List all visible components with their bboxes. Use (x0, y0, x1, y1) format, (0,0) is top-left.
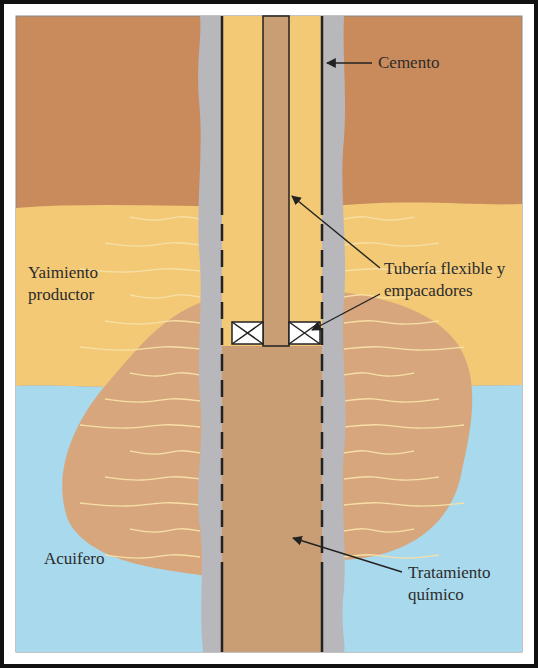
casing-wall (221, 484, 224, 501)
perforation-tunnel (130, 217, 200, 220)
perforation-tunnel (344, 347, 464, 350)
casing-wall (321, 380, 324, 397)
casing-wall (221, 354, 224, 371)
annulus (222, 16, 322, 346)
casing-wall (221, 380, 224, 397)
leader-line (292, 63, 402, 572)
perforation-tunnel (344, 503, 464, 506)
treated-wellbore (222, 346, 322, 652)
perforation-tunnel (344, 425, 464, 428)
casing (222, 16, 322, 652)
perforation-tunnel (80, 425, 200, 428)
casing-wall (221, 536, 224, 553)
perforation-tunnel (130, 451, 200, 454)
casing-wall (321, 302, 324, 319)
casing-wall (321, 250, 324, 267)
casing-wall (221, 328, 224, 345)
packer (232, 322, 320, 344)
perforation-tunnel (344, 477, 439, 480)
perforation-tunnel (80, 347, 200, 350)
callout-label: Cemento (378, 52, 498, 74)
perforation-tunnel (105, 555, 200, 558)
casing-wall (321, 224, 324, 241)
casing-wall (221, 224, 224, 241)
casing-wall (221, 276, 224, 293)
casing-wall (321, 354, 324, 371)
perforation-tunnel (80, 503, 200, 506)
perforation-tunnel (130, 295, 200, 298)
zone-label: Acuifero (44, 548, 154, 570)
coiled-tubing (263, 16, 289, 346)
overburden-layer (16, 16, 522, 652)
perforation-tunnel (344, 399, 439, 402)
perforation-tunnel (344, 321, 439, 324)
casing-wall (221, 562, 224, 652)
reservoir-zone: Yaimiento productor (28, 262, 168, 306)
callout-label: Tratamiento químico (408, 562, 518, 606)
perforation-tunnel (105, 477, 200, 480)
casing-wall (321, 276, 324, 293)
perforation-tunnel (130, 529, 200, 532)
perforation-tunnel (344, 529, 414, 532)
aquifer-zone: Acuifero (44, 548, 154, 570)
casing-wall (321, 432, 324, 449)
casing-wall (221, 406, 224, 423)
perforation-tunnel (344, 555, 439, 558)
callout-label: Tubería flexible y empacadores (384, 258, 524, 302)
casing-wall (321, 562, 324, 652)
casing-wall (321, 458, 324, 475)
perforation-tunnel (344, 217, 414, 220)
casing-wall (221, 16, 224, 215)
perforation-tunnel (105, 321, 200, 324)
casing-wall (221, 458, 224, 475)
perforation-tunnel (344, 243, 439, 246)
zone-label: Yaimiento productor (28, 262, 168, 306)
perforation-tunnel (344, 451, 414, 454)
casing-wall (321, 510, 324, 527)
perforation-tunnel (105, 243, 200, 246)
cement-sheath (322, 16, 346, 652)
casing-wall (321, 484, 324, 501)
casing-wall (221, 250, 224, 267)
casing-wall (221, 510, 224, 527)
casing-wall (321, 328, 324, 345)
cement-sheath (198, 16, 222, 652)
casing-wall (321, 536, 324, 553)
perforation-tunnel (344, 373, 414, 376)
perforation-tunnel (105, 399, 200, 402)
casing-wall (221, 432, 224, 449)
casing-wall (321, 406, 324, 423)
perforation-tunnel (130, 373, 200, 376)
casing-wall (321, 16, 324, 215)
casing-wall (221, 302, 224, 319)
